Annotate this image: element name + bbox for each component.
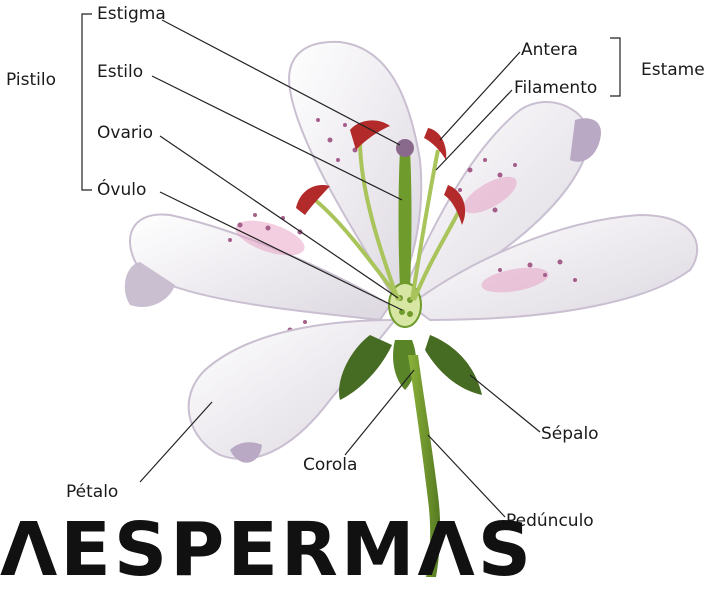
sepalo-line	[470, 375, 540, 432]
petal-right-tip	[570, 118, 601, 162]
bottom-title: ΛΕSΡΕRΜΛS	[0, 510, 534, 590]
estambre-bracket	[610, 38, 620, 96]
label-ovario: Ovario	[97, 123, 153, 143]
label-pistilo: Pistilo	[6, 70, 56, 90]
pistilo-bracket	[82, 14, 92, 190]
pedunculo-line	[428, 435, 505, 517]
label-estambre: Estame	[641, 60, 705, 80]
label-antera: Antera	[521, 40, 578, 60]
label-sepalo: Sépalo	[541, 424, 599, 444]
label-estigma: Estigma	[97, 4, 166, 24]
label-corola: Corola	[303, 455, 357, 475]
label-estilo: Estilo	[97, 62, 143, 82]
petalo-line	[140, 402, 212, 482]
label-ovulo: Óvulo	[97, 180, 146, 200]
label-filamento: Filamento	[514, 78, 597, 98]
label-petalo: Pétalo	[66, 482, 118, 502]
